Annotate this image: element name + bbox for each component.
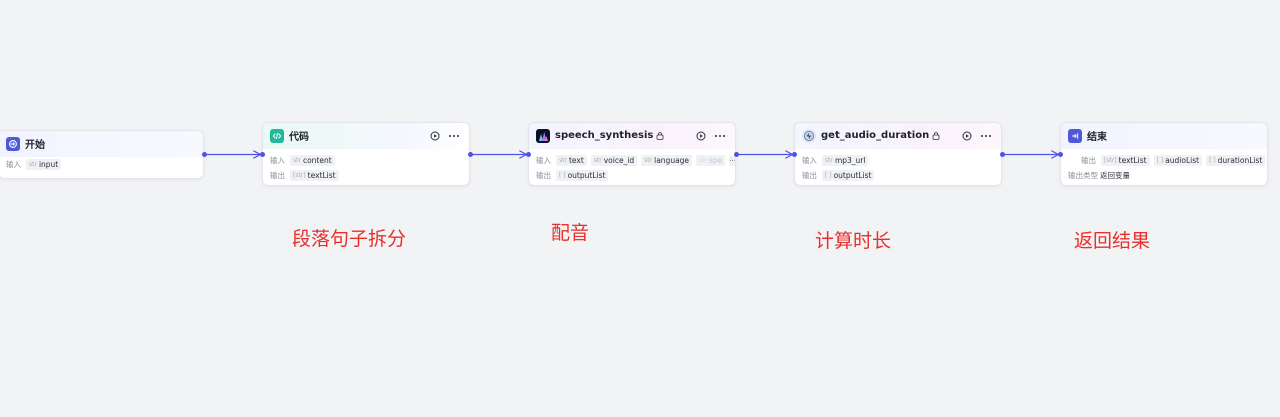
code-input-row: 输入 str content [263,153,469,168]
end-output-type-value: 返回变量 [1100,171,1130,180]
code-output-row: 输出 [str] textList [263,168,469,183]
more-inputs-button[interactable]: ··· [729,155,735,166]
annotation-end: 返回结果 [1074,230,1151,252]
audio-output-label: 输出 [802,171,817,180]
audio-duration-node[interactable]: get_audio_duration 输入 str mp3_url 输出 [ ] [794,122,1002,186]
audio-input-port[interactable] [792,152,797,157]
audio-output-port[interactable] [1000,152,1005,157]
annotation-speech: 配音 [551,222,590,244]
end-output-tag-audiolist: [ ] audioList [1153,155,1203,166]
start-input-row: 输入 str input [0,157,203,172]
code-icon [270,128,284,143]
end-output-type-row: 输出类型 返回变量 [1061,168,1267,183]
start-node[interactable]: 开始 输入 str input [0,130,204,179]
speech-output-row: 输出 [ ] outputList [529,168,735,183]
speech-input-tag-truncated: str spe [696,155,726,166]
more-options-icon[interactable] [713,129,727,143]
speech-output-port[interactable] [734,152,739,157]
code-input-tag: str content [290,155,335,166]
audio-input-label: 输入 [802,156,817,165]
end-node[interactable]: 结束 输出 [str] textList [ ] audioList [ ] d… [1060,122,1268,186]
end-input-port[interactable] [1058,152,1063,157]
end-output-row: 输出 [str] textList [ ] audioList [ ] dura… [1061,153,1267,168]
start-input-label: 输入 [6,160,21,169]
speech-node-header[interactable]: speech_synthesis [529,123,735,149]
start-node-header[interactable]: 开始 [0,131,203,157]
annotation-code: 段落句子拆分 [292,228,407,250]
code-node-header[interactable]: 代码 [263,123,469,149]
speech-synthesis-icon [536,128,550,143]
end-node-title: 结束 [1087,132,1107,143]
code-node-title: 代码 [289,132,309,143]
start-input-tag: str input [26,159,62,170]
end-output-tag-textlist: [str] textList [1101,155,1150,166]
speech-output-tag: [ ] outputList [556,170,609,181]
more-options-icon[interactable] [447,129,461,143]
plugin-lock-icon [932,131,940,140]
end-node-header[interactable]: 结束 [1061,123,1267,149]
speech-input-port[interactable] [526,152,531,157]
audio-input-tag: str mp3_url [822,155,869,166]
speech-input-label: 输入 [536,156,551,165]
audio-input-row: 输入 str mp3_url [795,153,1001,168]
speech-input-tag-voice-id: str voice_id [590,155,638,166]
end-output-type-label: 输出类型 [1068,171,1098,180]
audio-node-header[interactable]: get_audio_duration [795,123,1001,149]
end-output-label: 输出 [1081,156,1096,165]
end-icon [1068,128,1082,143]
run-icon[interactable] [960,129,974,143]
annotation-audio: 计算时长 [815,230,892,252]
speech-input-row: 输入 str text str voice_id str language st… [529,153,735,168]
speech-input-tag-language: str language [641,155,693,166]
audio-output-row: 输出 [ ] outputList [795,168,1001,183]
audio-node-title: get_audio_duration [821,130,930,141]
code-node[interactable]: 代码 输入 str content 输出 [str] textList [262,122,470,186]
audio-duration-icon [802,128,816,143]
code-input-label: 输入 [270,156,285,165]
speech-synthesis-node[interactable]: speech_synthesis 输入 str text str voice_i… [528,122,736,186]
code-input-port[interactable] [260,152,265,157]
run-icon[interactable] [428,129,442,143]
code-output-port[interactable] [468,152,473,157]
end-output-tag-durationlist: [ ] durationList [1206,155,1266,166]
plugin-lock-icon [656,131,664,140]
start-node-title: 开始 [25,140,45,151]
speech-node-title: speech_synthesis [555,130,654,141]
code-output-tag: [str] textList [290,170,339,181]
speech-input-tag-text: str text [556,155,587,166]
more-options-icon[interactable] [979,129,993,143]
start-icon [6,136,20,151]
code-output-label: 输出 [270,171,285,180]
speech-output-label: 输出 [536,171,551,180]
start-output-port[interactable] [202,152,207,157]
audio-output-tag: [ ] outputList [822,170,875,181]
run-icon[interactable] [694,129,708,143]
